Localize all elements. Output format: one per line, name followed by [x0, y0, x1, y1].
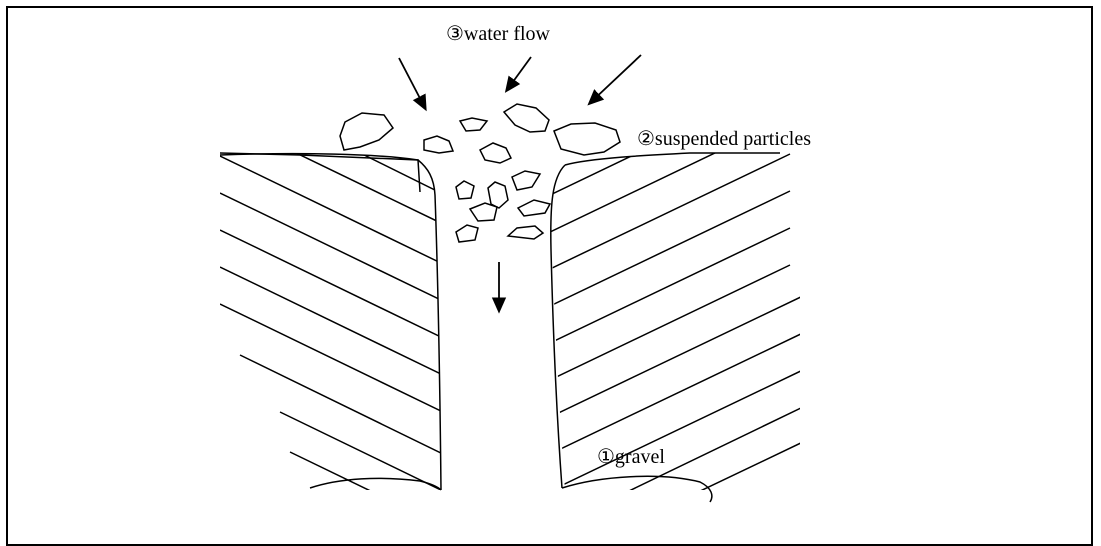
gravel-left-top-edge	[220, 153, 420, 192]
water-flow-arrow-right	[590, 55, 641, 103]
gravel-label: ①gravel	[597, 447, 665, 467]
gravel-right-outline	[565, 153, 780, 165]
particle	[518, 200, 550, 216]
particle	[488, 182, 508, 208]
particle	[504, 104, 549, 132]
suspended-particles	[340, 104, 620, 242]
suspended-particles-label: ②suspended particles	[637, 129, 811, 149]
gravel-left-hatch	[220, 148, 445, 527]
water-flow-label: ③water flow	[446, 24, 550, 44]
particle	[554, 123, 620, 155]
particle	[424, 136, 453, 153]
particle	[508, 226, 543, 239]
particle	[456, 181, 474, 199]
gravel-right-wall	[551, 165, 565, 488]
water-flow-arrow-left	[399, 58, 425, 108]
particle	[470, 203, 497, 221]
particle	[480, 143, 511, 163]
particle	[512, 171, 540, 190]
particle	[456, 225, 478, 242]
gravel-right-bottom	[562, 476, 712, 502]
particle	[460, 118, 487, 131]
particle	[340, 113, 393, 150]
water-flow-arrow-middle	[507, 57, 531, 90]
